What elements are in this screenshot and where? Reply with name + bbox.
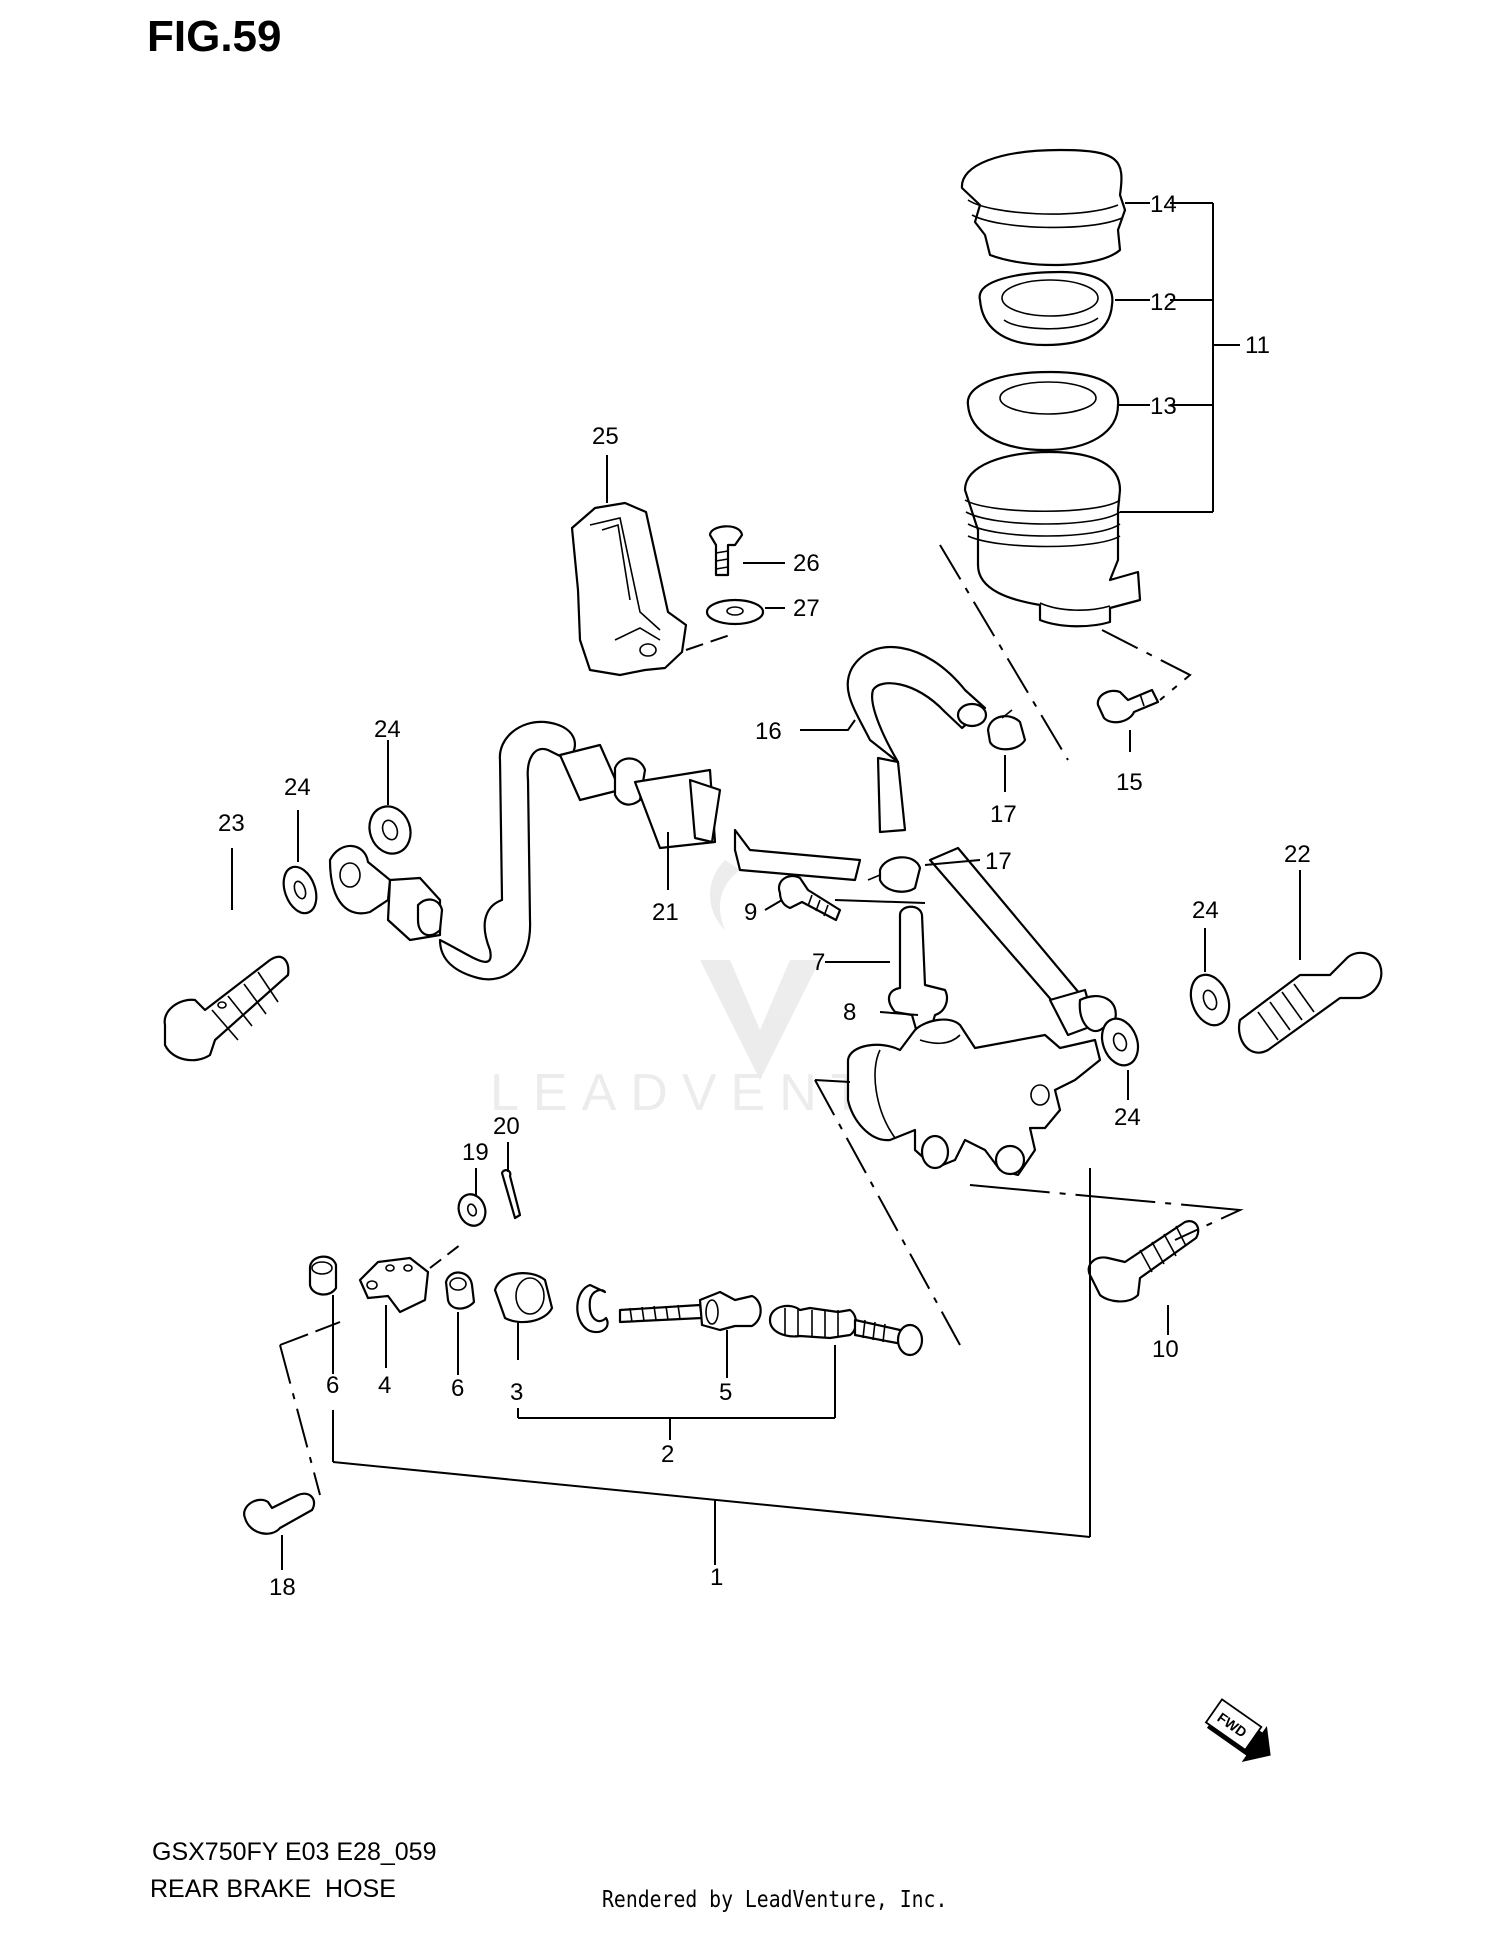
- callout-2[interactable]: 2: [661, 1441, 674, 1468]
- washer-24-d[interactable]: [1096, 1014, 1144, 1071]
- brake-hose-21[interactable]: [438, 720, 722, 981]
- callout-26[interactable]: 26: [793, 550, 820, 577]
- callout-16[interactable]: 16: [755, 718, 782, 745]
- reservoir-body[interactable]: [963, 450, 1142, 628]
- circlip[interactable]: [576, 1283, 609, 1334]
- piston-cup-spring-2[interactable]: [768, 1304, 924, 1357]
- callout-25[interactable]: 25: [592, 423, 619, 450]
- callout-14[interactable]: 14: [1150, 191, 1177, 218]
- callout-8[interactable]: 8: [843, 999, 856, 1026]
- bolt-9[interactable]: [777, 874, 842, 922]
- callout-23[interactable]: 23: [218, 810, 245, 837]
- callout-24-a[interactable]: 24: [374, 716, 401, 743]
- callout-24-b[interactable]: 24: [284, 774, 311, 801]
- bolt-26[interactable]: [708, 525, 744, 577]
- callout-17-upper[interactable]: 17: [990, 801, 1017, 828]
- callout-13[interactable]: 13: [1150, 393, 1177, 420]
- callout-4[interactable]: 4: [378, 1372, 391, 1399]
- clevis-pin-18[interactable]: [243, 1492, 316, 1535]
- cotter-pin-20[interactable]: [500, 1169, 522, 1220]
- callout-1[interactable]: 1: [710, 1564, 723, 1591]
- reservoir-hose-16[interactable]: [846, 646, 988, 834]
- callout-6-left[interactable]: 6: [326, 1372, 339, 1399]
- callout-15[interactable]: 15: [1116, 769, 1143, 796]
- reservoir-diaphragm-12[interactable]: [978, 270, 1114, 347]
- reservoir-plate-13[interactable]: [966, 370, 1120, 452]
- callout-24-c[interactable]: 24: [1192, 897, 1219, 924]
- callout-18[interactable]: 18: [269, 1574, 296, 1601]
- callout-9[interactable]: 9: [744, 899, 757, 926]
- callout-3[interactable]: 3: [510, 1379, 523, 1406]
- callout-17-lower[interactable]: 17: [985, 848, 1012, 875]
- boot-3[interactable]: [493, 1272, 554, 1324]
- callout-11[interactable]: 11: [1245, 332, 1270, 359]
- section-name: REAR BRAKE HOSE: [150, 1875, 396, 1903]
- bolt-10[interactable]: [1087, 1220, 1200, 1303]
- callout-24-d[interactable]: 24: [1114, 1104, 1141, 1131]
- callout-22[interactable]: 22: [1284, 841, 1311, 868]
- nut-6-right[interactable]: [444, 1271, 476, 1310]
- figure-title: FIG.59: [147, 12, 282, 61]
- leader-lines: [231, 202, 1301, 1570]
- hose-clamp-17-lower[interactable]: [867, 856, 922, 893]
- master-cylinder-body[interactable]: [846, 1018, 1102, 1177]
- callout-5[interactable]: 5: [719, 1379, 732, 1406]
- callout-21[interactable]: 21: [652, 899, 679, 926]
- washer-24-c[interactable]: [1184, 969, 1236, 1030]
- reservoir-bracket-25[interactable]: [570, 501, 688, 677]
- washer-27[interactable]: [705, 598, 765, 626]
- clevis-4[interactable]: [358, 1256, 430, 1314]
- banjo-fitting-left[interactable]: [328, 844, 444, 942]
- bolt-15[interactable]: [1096, 688, 1160, 724]
- banjo-bolt-23[interactable]: [163, 955, 290, 1062]
- callout-12[interactable]: 12: [1150, 289, 1177, 316]
- banjo-bolt-22[interactable]: [1237, 951, 1383, 1054]
- model-code: GSX750FY E03 E28_059: [152, 1838, 437, 1866]
- hose-mid-section[interactable]: [733, 828, 1117, 1037]
- washer-24-b[interactable]: [363, 801, 417, 860]
- pushrod-5[interactable]: [618, 1290, 762, 1332]
- callout-10[interactable]: 10: [1152, 1336, 1179, 1363]
- hose-union-7[interactable]: [887, 905, 949, 1038]
- forward-direction-icon: FWD: [1204, 1698, 1271, 1763]
- washer-19[interactable]: [454, 1191, 489, 1230]
- callout-20[interactable]: 20: [493, 1113, 520, 1140]
- reservoir-cap-14[interactable]: [960, 148, 1127, 267]
- hose-clamp-17-upper[interactable]: [986, 709, 1027, 751]
- callout-6-right[interactable]: 6: [451, 1375, 464, 1402]
- callout-19[interactable]: 19: [462, 1139, 489, 1166]
- render-credit: Rendered by LeadVenture, Inc.: [602, 1887, 948, 1913]
- callout-numbers: 1 2 3 4 5 6 6 7 8 9 10 11 12 13 14 15 16…: [218, 191, 1311, 1601]
- callout-7[interactable]: 7: [812, 949, 825, 976]
- nut-6-left[interactable]: [308, 1255, 338, 1296]
- callout-27[interactable]: 27: [793, 595, 820, 622]
- washer-24-a[interactable]: [278, 862, 323, 917]
